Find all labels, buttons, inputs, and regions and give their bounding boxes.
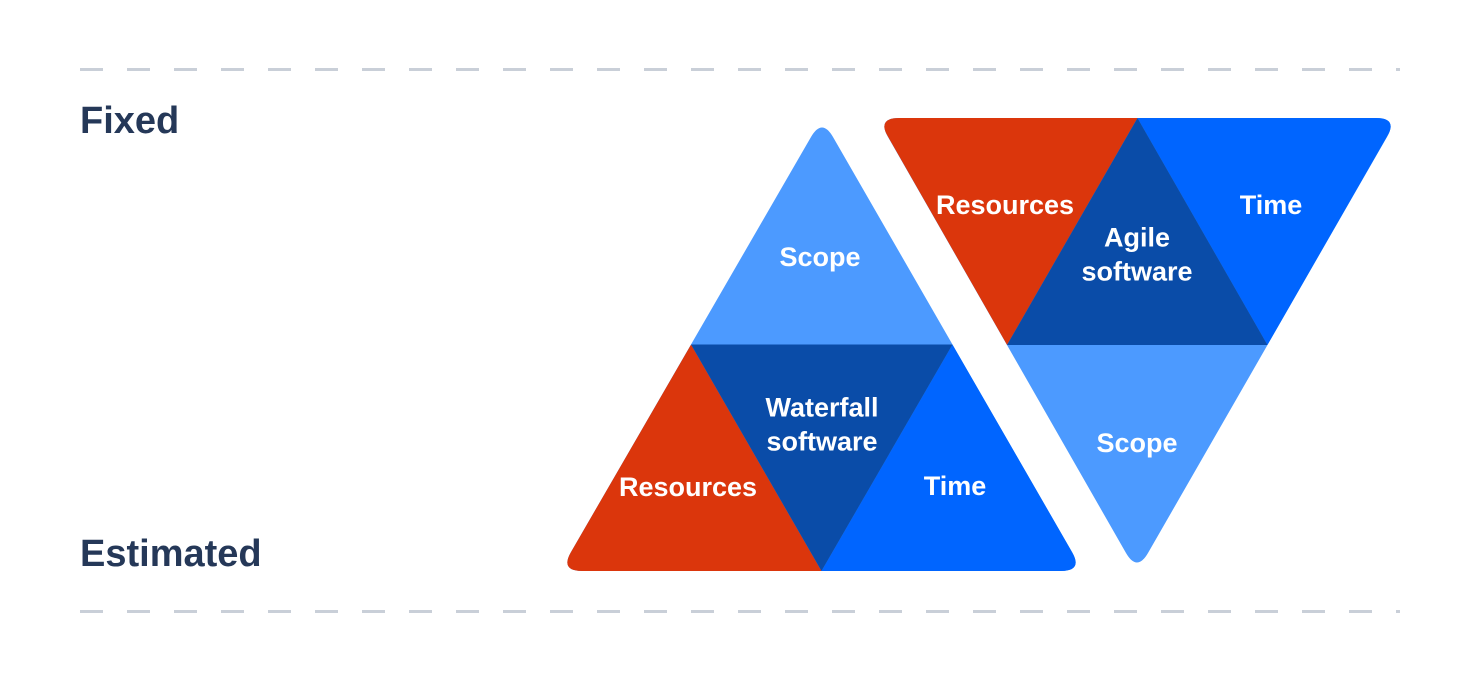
waterfall-scope-label: Scope (779, 241, 861, 272)
waterfall-resources-label: Resources (618, 471, 758, 502)
agile-resources-region (884, 118, 1138, 345)
agile-scope-label: Scope (1096, 427, 1178, 458)
estimated-label: Estimated (80, 533, 262, 575)
waterfall-center-region (691, 344, 953, 571)
agile-title: Agile software (1081, 222, 1193, 287)
waterfall-resources-region (567, 344, 822, 571)
agile-time-region (1137, 118, 1391, 345)
waterfall-time-region (821, 344, 1076, 571)
waterfall-title: Waterfall software (765, 392, 879, 457)
fixed-dashed-line (80, 68, 1400, 71)
estimated-dashed-line (80, 610, 1400, 613)
fixed-label: Fixed (80, 100, 180, 142)
agile-center-region (1007, 118, 1268, 345)
waterfall-time-label: Time (923, 470, 987, 501)
agile-resources-label: Resources (935, 189, 1075, 220)
agile-time-label: Time (1239, 189, 1303, 220)
